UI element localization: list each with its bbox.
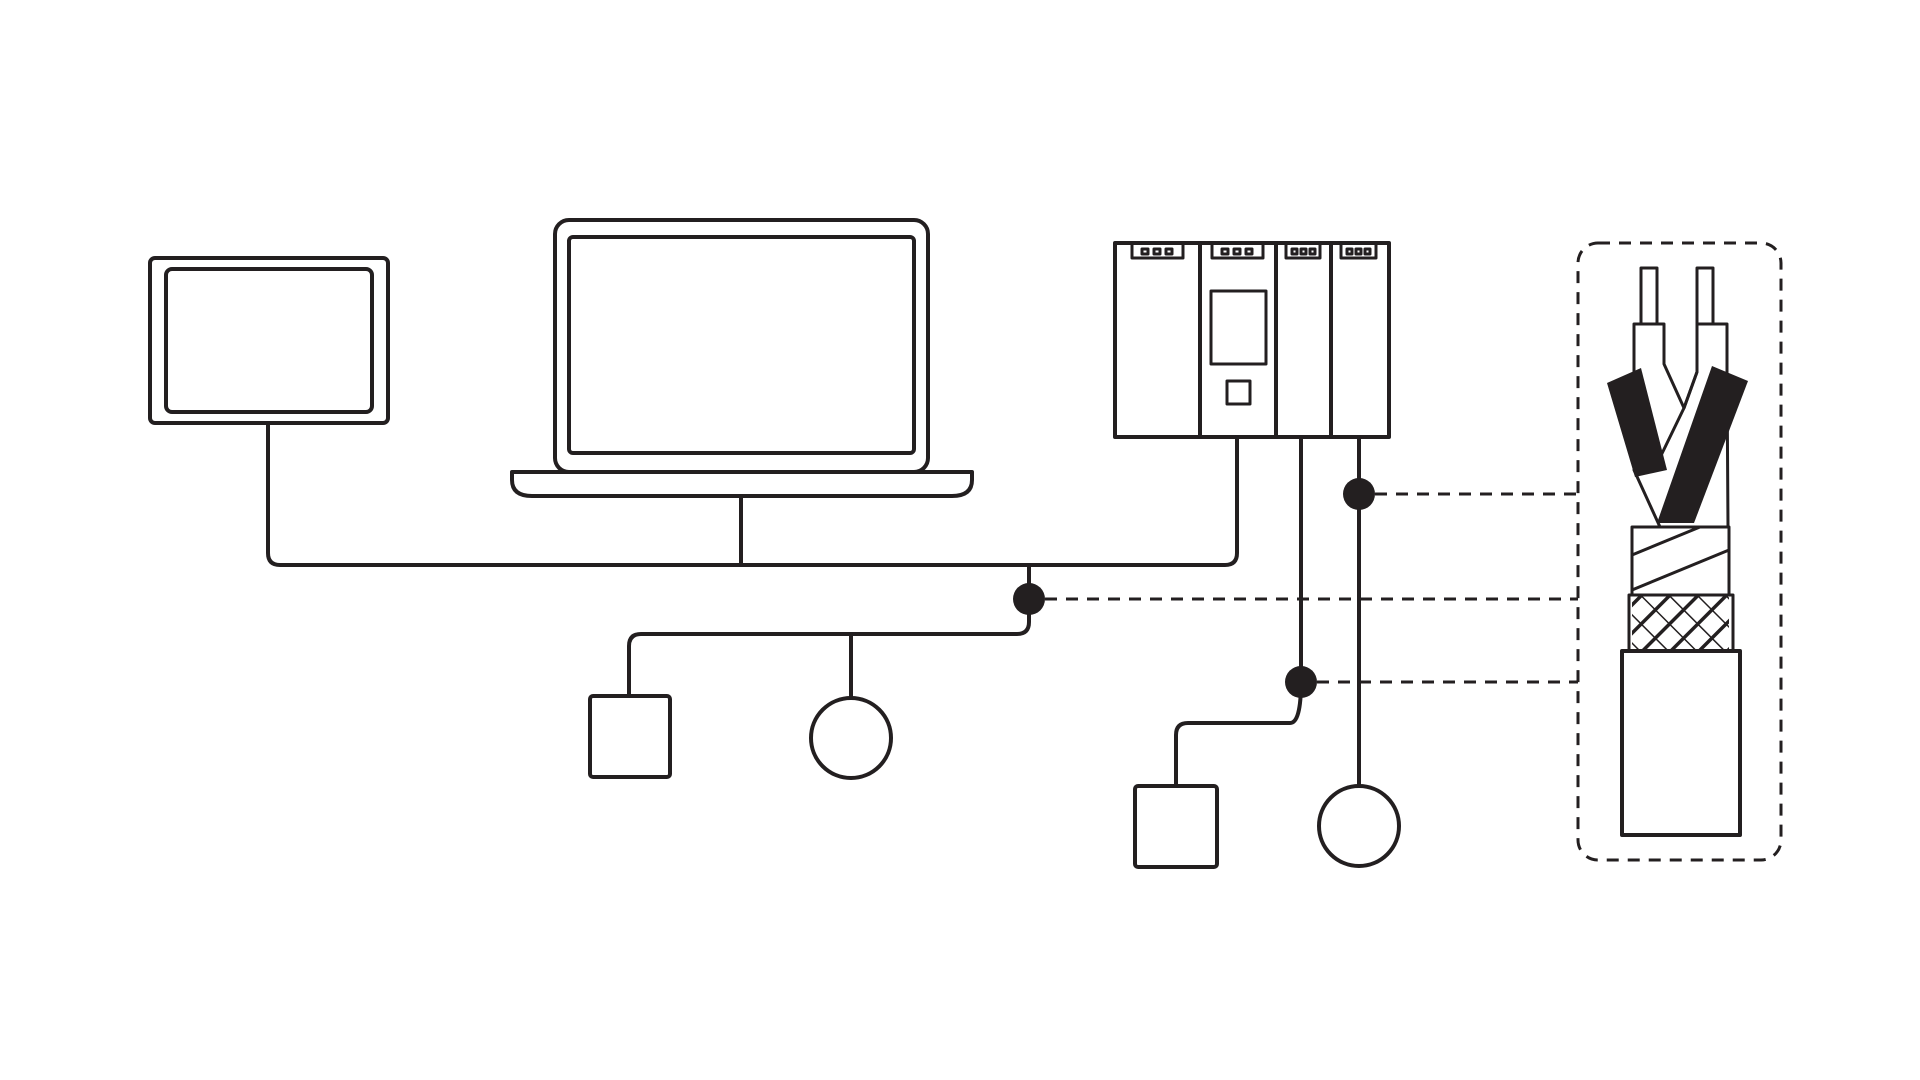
wire-insulation-band bbox=[1657, 366, 1748, 523]
plc-button bbox=[1225, 379, 1252, 406]
cable-callout-frame bbox=[1576, 241, 1783, 862]
plc-rack-icon bbox=[1113, 241, 1391, 439]
network-bus bbox=[266, 421, 1361, 788]
tablet-frame bbox=[148, 256, 390, 425]
junction-dot-icon bbox=[1013, 583, 1045, 615]
shielded-cable-icon bbox=[1576, 241, 1783, 862]
plc-display bbox=[1209, 289, 1268, 366]
right-field-branch-a bbox=[1174, 435, 1303, 788]
plc-rack-frame bbox=[1113, 241, 1391, 439]
device-square-icon bbox=[588, 694, 672, 779]
plc-led-strip bbox=[1284, 243, 1322, 260]
junction-dot-icon bbox=[1343, 478, 1375, 510]
wire-insulation-band bbox=[1607, 368, 1667, 477]
tablet-icon bbox=[148, 256, 390, 425]
laptop-icon bbox=[510, 218, 974, 498]
laptop-lid bbox=[553, 218, 930, 474]
cable-outer-jacket bbox=[1620, 649, 1742, 837]
cable-braid-shield bbox=[1632, 595, 1729, 651]
laptop-screen bbox=[567, 235, 916, 455]
callout-leaders bbox=[1045, 492, 1578, 684]
plc-led-strip bbox=[1210, 243, 1265, 260]
conductor-tip bbox=[1639, 266, 1659, 326]
left-field-branch bbox=[627, 597, 1031, 698]
plc-led-strip bbox=[1130, 243, 1185, 260]
device-circle-icon bbox=[809, 696, 893, 780]
plc-led-strip bbox=[1339, 243, 1378, 260]
device-square-icon bbox=[1133, 784, 1219, 869]
device-circle-icon bbox=[1317, 784, 1401, 868]
tablet-screen bbox=[164, 267, 374, 414]
conductor-tip bbox=[1695, 266, 1715, 326]
insulated-wire bbox=[1632, 322, 1730, 529]
junction-dot-icon bbox=[1285, 666, 1317, 698]
main-bus-line bbox=[266, 421, 1239, 567]
laptop-base bbox=[510, 470, 974, 498]
